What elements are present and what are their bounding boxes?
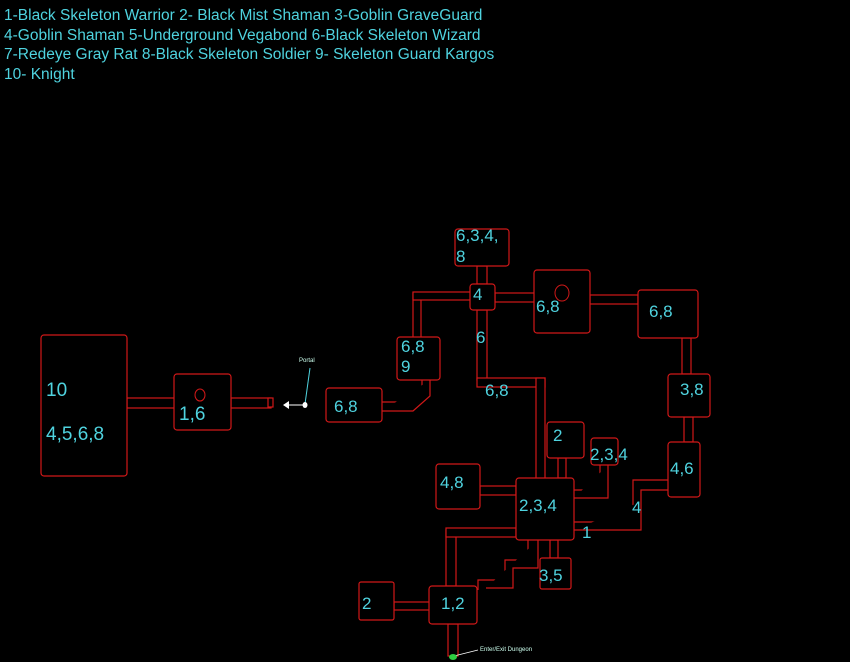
label-sw-small: 2 bbox=[362, 594, 371, 613]
room-portal bbox=[325, 387, 383, 423]
label-top-1: 6,3,4, bbox=[456, 226, 499, 245]
legend-line-4: 10- Knight bbox=[4, 65, 75, 83]
corridor-left-entry bbox=[445, 529, 457, 587]
room-small-2-upper bbox=[546, 421, 585, 459]
corridor-mid-center bbox=[535, 377, 546, 481]
label-top-2: 8 bbox=[456, 247, 465, 266]
portal-label: Portal bbox=[299, 358, 315, 364]
label-nw-mid-1: 6,8 bbox=[401, 337, 425, 356]
legend-line-1: 1-Black Skeleton Warrior 2- Black Mist S… bbox=[4, 7, 483, 24]
legend-line-2: 4-Goblin Shaman 5-Underground Vegabond 6… bbox=[4, 26, 481, 44]
room-south-small bbox=[539, 557, 572, 590]
label-east-mid: 3,8 bbox=[680, 380, 704, 399]
rooms bbox=[40, 228, 711, 625]
pillar bbox=[194, 388, 206, 402]
entrance-label: Enter/Exit Dungeon bbox=[480, 647, 532, 653]
room-labels: 10 4,5,6,8 1,6 6,8 6,8 9 6,3,4, 8 4 6,8 … bbox=[46, 226, 704, 613]
corridor-exit bbox=[447, 623, 459, 657]
label-east-low: 4,6 bbox=[670, 459, 694, 478]
label-corridor-1: 1 bbox=[582, 523, 591, 542]
corridor-pillar-east bbox=[589, 294, 639, 305]
label-south-small: 3,5 bbox=[539, 566, 563, 585]
room-far-east bbox=[637, 289, 699, 339]
portal-stub bbox=[267, 397, 274, 408]
label-mid: 6,8 bbox=[485, 381, 509, 400]
corridor-west-portal bbox=[230, 397, 272, 409]
label-west-lower: 4,8 bbox=[440, 473, 464, 492]
corridor-boss-west bbox=[126, 397, 176, 409]
room-east-low bbox=[667, 441, 701, 498]
room-top bbox=[454, 228, 510, 267]
label-boss-1: 10 bbox=[46, 380, 67, 401]
label-portal-room: 6,8 bbox=[334, 397, 358, 416]
label-center: 2,3,4 bbox=[519, 496, 557, 515]
label-junction-top: 4 bbox=[473, 285, 482, 304]
corridors bbox=[126, 265, 694, 657]
room-west-lower bbox=[435, 463, 481, 510]
corridor-2-center bbox=[557, 457, 567, 479]
room-center bbox=[515, 477, 575, 541]
monster-legend: 1-Black Skeleton Warrior 2- Black Mist S… bbox=[4, 6, 494, 84]
corridor-east-low bbox=[683, 416, 694, 443]
label-corridor-6: 6 bbox=[476, 328, 485, 347]
room-junction-top bbox=[469, 283, 496, 311]
label-small-2-upper: 2 bbox=[553, 426, 562, 445]
legend-line-3: 7-Redeye Gray Rat 8-Black Skeleton Soldi… bbox=[4, 46, 495, 63]
corridor-west-center bbox=[479, 485, 517, 496]
room-sw-small bbox=[358, 581, 395, 621]
label-nw-mid-2: 9 bbox=[401, 357, 410, 376]
corridor-sw-entry bbox=[393, 601, 433, 611]
label-corridor-4: 4 bbox=[632, 498, 641, 517]
label-entry: 1,2 bbox=[441, 594, 465, 613]
room-east-mid bbox=[667, 373, 711, 418]
room-boss bbox=[40, 334, 128, 477]
label-pillar-room: 6,8 bbox=[536, 297, 560, 316]
label-far-east: 6,8 bbox=[649, 302, 673, 321]
room-west bbox=[173, 373, 232, 431]
portal-icon bbox=[302, 402, 308, 408]
corridor-center-south bbox=[549, 539, 559, 559]
portal-marker: Portal bbox=[283, 358, 315, 409]
corridor-top-junction bbox=[476, 265, 488, 285]
room-nw-mid bbox=[396, 336, 441, 381]
entrance-icon bbox=[449, 654, 457, 660]
entrance-marker: Enter/Exit Dungeon bbox=[449, 647, 532, 660]
room-ne-small bbox=[590, 437, 619, 466]
room-entry bbox=[428, 585, 478, 625]
corridor-east-down bbox=[681, 337, 692, 375]
corridor-junction-pillar bbox=[494, 292, 536, 303]
label-west: 1,6 bbox=[179, 404, 205, 425]
label-boss-2: 4,5,6,8 bbox=[46, 424, 104, 445]
label-ne-small: 2,3,4 bbox=[590, 445, 628, 464]
